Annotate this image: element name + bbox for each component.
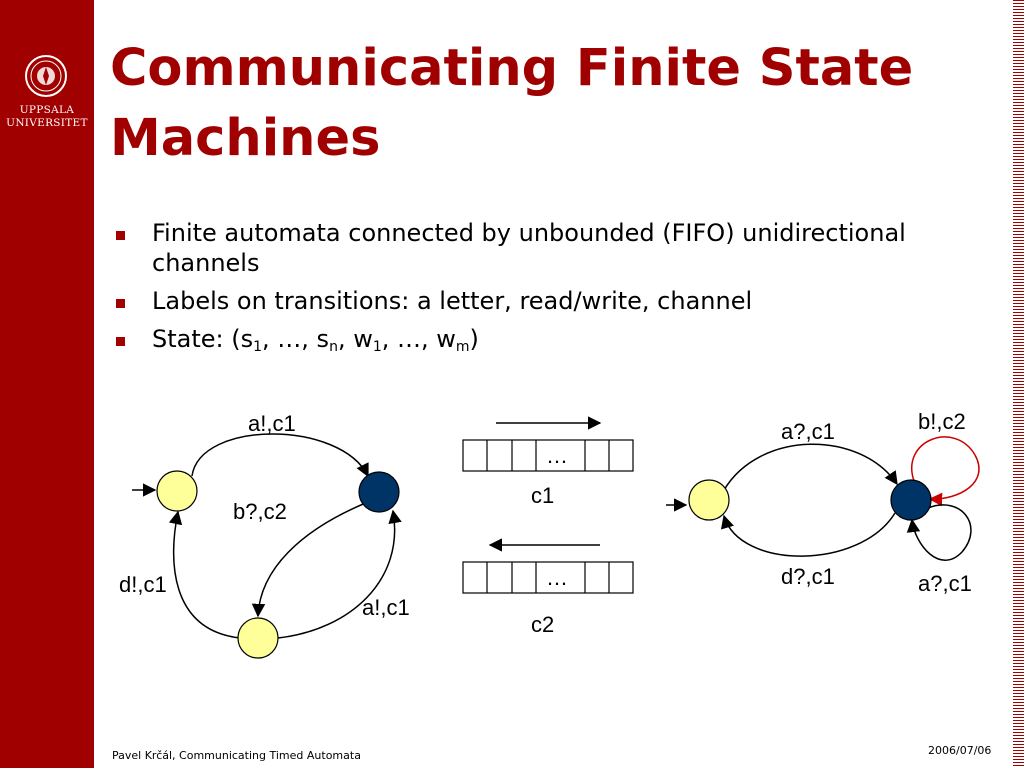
edge-label: a!,c1 bbox=[248, 411, 296, 436]
edge-label: a!,c1 bbox=[362, 595, 410, 620]
bullet-item: State: (s1, …, sn, w1, …, wm) bbox=[110, 324, 970, 354]
edge-right-bottom bbox=[721, 512, 896, 557]
sidebar-band: UPPSALA UNIVERSITET bbox=[0, 0, 94, 768]
state-initial bbox=[156, 470, 198, 512]
self-loop-red bbox=[911, 436, 980, 507]
channel-ellipsis: … bbox=[546, 443, 568, 468]
right-machine: a?,c1 d?,c1 b!,c2 a?,c1 bbox=[666, 409, 980, 596]
state-dark bbox=[358, 471, 400, 513]
slide-title: Communicating Finite State Machines bbox=[110, 39, 914, 168]
edge-left-top bbox=[191, 433, 369, 478]
self-loop-black bbox=[906, 504, 972, 561]
left-machine: a!,c1 b?,c2 d!,c1 a!,c1 bbox=[119, 411, 410, 659]
state-initial bbox=[688, 479, 730, 521]
edge-left-right bbox=[277, 509, 402, 639]
bullet-list: Finite automata connected by unbounded (… bbox=[110, 218, 970, 362]
edge-label: b!,c2 bbox=[918, 409, 966, 434]
channel-name: c1 bbox=[531, 483, 554, 508]
channel-buffer bbox=[462, 439, 634, 472]
state-dark bbox=[890, 479, 932, 521]
bullet-square-icon bbox=[116, 231, 125, 240]
channel-ellipsis: … bbox=[546, 565, 568, 590]
channel-c2: … c2 bbox=[462, 538, 634, 637]
edge-right-top bbox=[723, 443, 898, 491]
bullet-item: Finite automata connected by unbounded (… bbox=[110, 218, 970, 278]
edge-left-inner bbox=[251, 501, 369, 618]
bullet-square-icon bbox=[116, 337, 125, 346]
edge-label: b?,c2 bbox=[233, 499, 287, 524]
edge-label: a?,c1 bbox=[781, 419, 835, 444]
bullet-item: Labels on transitions: a letter, read/wr… bbox=[110, 286, 970, 316]
channel-buffer bbox=[462, 561, 634, 594]
bullet-square-icon bbox=[116, 299, 125, 308]
right-dotted-border bbox=[1013, 0, 1024, 768]
university-seal-icon bbox=[25, 55, 67, 97]
edge-label: d!,c1 bbox=[119, 572, 167, 597]
edge-label: a?,c1 bbox=[918, 571, 972, 596]
state-bottom bbox=[237, 617, 279, 659]
channel-c1: … c1 bbox=[462, 416, 634, 508]
channel-name: c2 bbox=[531, 612, 554, 637]
edge-left-left bbox=[168, 510, 241, 639]
edge-label: d?,c1 bbox=[781, 564, 835, 589]
university-logo-text: UPPSALA UNIVERSITET bbox=[6, 104, 88, 129]
footer-date: 2006/07/06 bbox=[928, 744, 992, 757]
footer-author: Pavel Krčál, Communicating Timed Automat… bbox=[112, 749, 361, 762]
automata-diagram: a!,c1 b?,c2 d!,c1 a!,c1 … c1 … c2 a?, bbox=[119, 409, 980, 659]
